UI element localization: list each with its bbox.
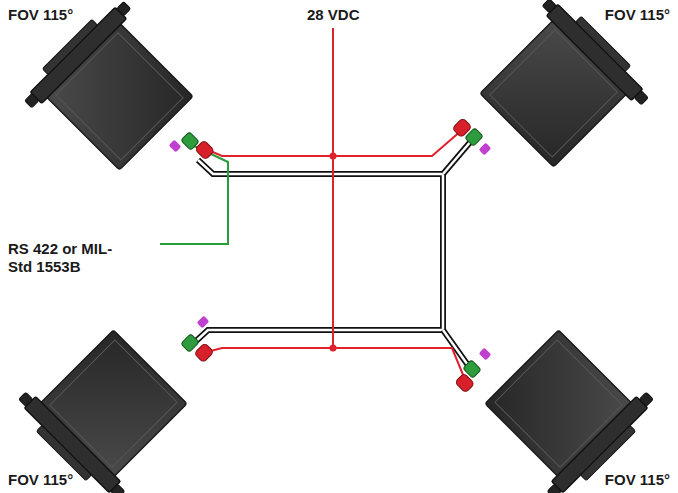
fov-label: FOV 115° (605, 6, 670, 24)
camera-body (472, 317, 660, 493)
connector-set (181, 316, 214, 363)
camera-body (467, 0, 655, 180)
camera-body (18, 0, 206, 183)
connector-set (452, 118, 491, 156)
fov-label: FOV 115° (605, 471, 670, 489)
fov-label: FOV 115° (8, 471, 73, 489)
connector-set (169, 132, 215, 160)
data-bus-wire (160, 146, 228, 244)
voltage-label: 28 VDC (307, 6, 360, 24)
connector-set (455, 348, 492, 393)
camera-body (12, 317, 200, 493)
interface-label: RS 422 or MIL-Std 1553B (8, 240, 133, 276)
fov-label: FOV 115° (8, 6, 73, 24)
power-wire (207, 28, 466, 382)
junction-dot (330, 153, 337, 160)
junction-dot (330, 345, 337, 352)
